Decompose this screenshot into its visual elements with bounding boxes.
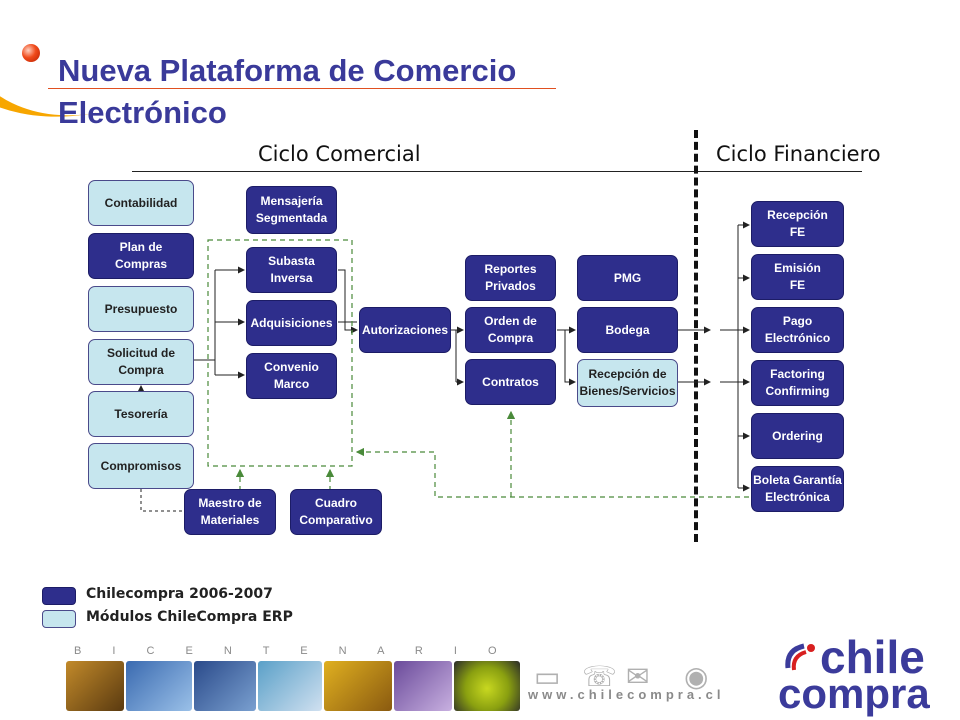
box-presupuesto: Presupuesto [88, 286, 194, 332]
box-reportes-privados: Reportes Privados [465, 255, 556, 301]
legend-label-chilecompra: Chilecompra 2006-2007 [86, 586, 273, 602]
box-orden-de-compra: Orden de Compra [465, 307, 556, 353]
legend-label-erp: Módulos ChileCompra ERP [86, 609, 293, 625]
box-recepcion-fe: Recepción FE [751, 201, 844, 247]
box-cuadro-comparativo: Cuadro Comparativo [290, 489, 382, 535]
title-underline [48, 88, 556, 89]
footer-photo-5 [324, 661, 392, 711]
box-plan-de-compras: Plan de Compras [88, 233, 194, 279]
legend-swatch-chilecompra [42, 587, 76, 605]
footer-photo-7 [454, 661, 520, 711]
footer-photo-6 [394, 661, 452, 711]
box-mensajeria-segmentada: Mensajería Segmentada [246, 186, 337, 234]
box-emision-fe: Emisión FE [751, 254, 844, 300]
box-contabilidad: Contabilidad [88, 180, 194, 226]
box-convenio-marco: Convenio Marco [246, 353, 337, 399]
cycle-separator-dashed-line [694, 130, 698, 542]
box-solicitud-compra: Solicitud de Compra [88, 339, 194, 385]
phone-icon: ☏ [582, 661, 618, 692]
box-adquisiciones: Adquisiciones [246, 300, 337, 346]
footer-photo-2 [126, 661, 192, 711]
page-title: Nueva Plataforma de Comercio Electrónico [58, 53, 517, 130]
box-compromisos: Compromisos [88, 443, 194, 489]
legend-swatch-erp [42, 610, 76, 628]
box-bodega: Bodega [577, 307, 678, 353]
footer-photo-3 [194, 661, 256, 711]
envelope-icon: ✉ [626, 661, 650, 692]
box-autorizaciones: Autorizaciones [359, 307, 451, 353]
box-maestro-de-materiales: Maestro de Materiales [184, 489, 276, 535]
box-factoring-confirming: Factoring Confirming [751, 360, 844, 406]
box-tesoreria: Tesorería [88, 391, 194, 437]
chilecompra-logo-mark-icon [785, 643, 815, 671]
box-contratos: Contratos [465, 359, 556, 405]
section-ciclo-comercial: Ciclo Comercial [258, 142, 421, 166]
section-ciclo-financiero: Ciclo Financiero [716, 142, 881, 166]
monitor-icon: ▭ [534, 661, 561, 692]
box-boleta-garantia-electronica: Boleta Garantía Electrónica [751, 466, 844, 512]
section-divider-line [132, 171, 862, 172]
footer-photo-4 [258, 661, 322, 711]
box-pago-electronico: Pago Electrónico [751, 307, 844, 353]
title-bullet-icon [22, 44, 40, 62]
footer-photo-1 [66, 661, 124, 711]
box-subasta-inversa: Subasta Inversa [246, 247, 337, 293]
bicentenario-text: B I C E N T E N A R I O [74, 645, 511, 657]
box-recepcion-bienes-servicios: Recepción de Bienes/Servicios [577, 359, 678, 407]
logo-text-chile: chile [820, 631, 925, 683]
eye-icon: ◉ [684, 661, 709, 692]
box-ordering: Ordering [751, 413, 844, 459]
logo-text-compra: compra [778, 670, 930, 717]
footer-url: www.chilecompra.cl [528, 687, 725, 702]
box-pmg: PMG [577, 255, 678, 301]
